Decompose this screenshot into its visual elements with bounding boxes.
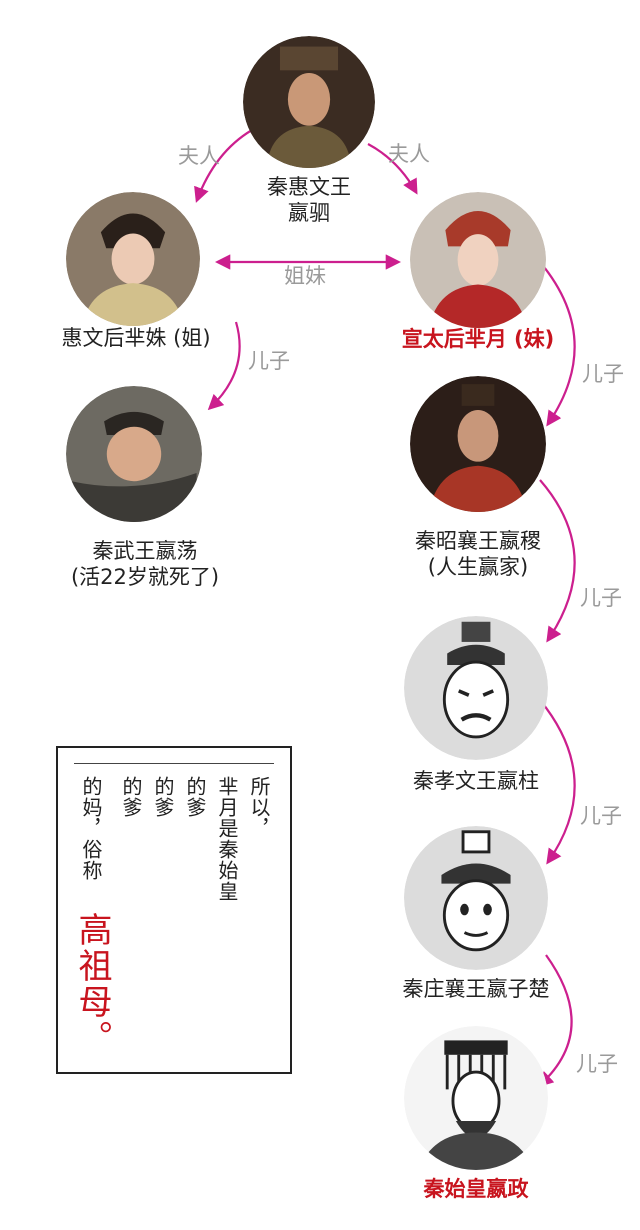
arrow-wife-left bbox=[194, 129, 253, 203]
node-huiwen-queen: 惠文后芈姝 (姐) bbox=[36, 325, 236, 351]
note-column: 的爹 bbox=[151, 776, 175, 818]
node-shihuang: 秦始皇嬴政 bbox=[386, 1176, 566, 1202]
arrow-wife-right bbox=[367, 143, 418, 195]
node-name-line: 惠文后芈姝 (姐) bbox=[61, 326, 211, 350]
avatar-huiwen-king bbox=[243, 36, 375, 168]
node-zhuangxiang-king: 秦庄襄王嬴子楚 bbox=[376, 976, 576, 1002]
relation-son-shihuang: 儿子 bbox=[576, 1052, 618, 1076]
arrow-son-zhuangxiang bbox=[539, 699, 576, 865]
avatar-shihuang bbox=[404, 1026, 548, 1170]
arrow-son-shihuang bbox=[537, 954, 573, 1088]
note-column: 的妈，俗称 bbox=[79, 776, 103, 881]
node-xiaowen-king: 秦孝文王嬴柱 bbox=[386, 768, 566, 794]
node-name-line: 秦孝文王嬴柱 bbox=[413, 769, 539, 793]
arrow-son-zhaoxiang bbox=[539, 261, 576, 427]
node-name-line: (人生赢家) bbox=[427, 555, 529, 579]
arrow-son-wu bbox=[207, 321, 241, 411]
relation-wife-right: 夫人 bbox=[388, 142, 430, 166]
node-name-line: 秦昭襄王嬴稷 bbox=[415, 529, 541, 553]
relation-wife-left: 夫人 bbox=[178, 144, 220, 168]
note-column: 所以， bbox=[247, 776, 271, 839]
avatar-zhuangxiang-king bbox=[404, 826, 548, 970]
note-column: 的爹 bbox=[183, 776, 207, 818]
avatar-zhaoxiang-king bbox=[410, 376, 546, 512]
node-name-line: 秦武王嬴荡 bbox=[92, 539, 198, 563]
note-column: 芈月是秦始皇 bbox=[215, 776, 239, 902]
avatar-xiaowen-king bbox=[404, 616, 548, 760]
relation-son-zhuangxiang: 儿子 bbox=[580, 804, 622, 828]
note-box: 所以， 芈月是秦始皇 的爹 的爹 的爹 的妈，俗称 高祖母。 bbox=[56, 746, 292, 1074]
relation-son-wu: 儿子 bbox=[248, 349, 290, 373]
relation-son-zhaoxiang: 儿子 bbox=[582, 362, 624, 386]
node-name-line: 秦始皇嬴政 bbox=[423, 1177, 529, 1201]
avatar-huiwen-queen bbox=[66, 192, 200, 326]
relation-son-xiaowen: 儿子 bbox=[580, 586, 622, 610]
node-huiwen-king: 秦惠文王 嬴驷 bbox=[229, 174, 389, 226]
note-column: 的爹 bbox=[119, 776, 143, 818]
node-name-line: 嬴驷 bbox=[288, 201, 330, 225]
note-divider bbox=[74, 763, 274, 764]
relation-sisters: 姐妹 bbox=[284, 264, 326, 288]
avatar-wu-king bbox=[66, 386, 202, 522]
note-highlight: 高祖母。 bbox=[72, 912, 112, 1056]
node-name-line: (活22岁就死了) bbox=[70, 565, 220, 589]
avatar-xuan-dowager bbox=[410, 192, 546, 328]
node-name-line: 秦惠文王 bbox=[267, 175, 351, 199]
node-zhaoxiang-king: 秦昭襄王嬴稷 (人生赢家) bbox=[378, 528, 578, 580]
node-wu-king: 秦武王嬴荡 (活22岁就死了) bbox=[40, 538, 250, 590]
arrow-son-xiaowen bbox=[539, 479, 576, 643]
node-xuan-dowager: 宣太后芈月 (妹) bbox=[368, 326, 588, 352]
node-name-line: 宣太后芈月 (妹) bbox=[401, 327, 555, 351]
node-name-line: 秦庄襄王嬴子楚 bbox=[402, 977, 550, 1001]
